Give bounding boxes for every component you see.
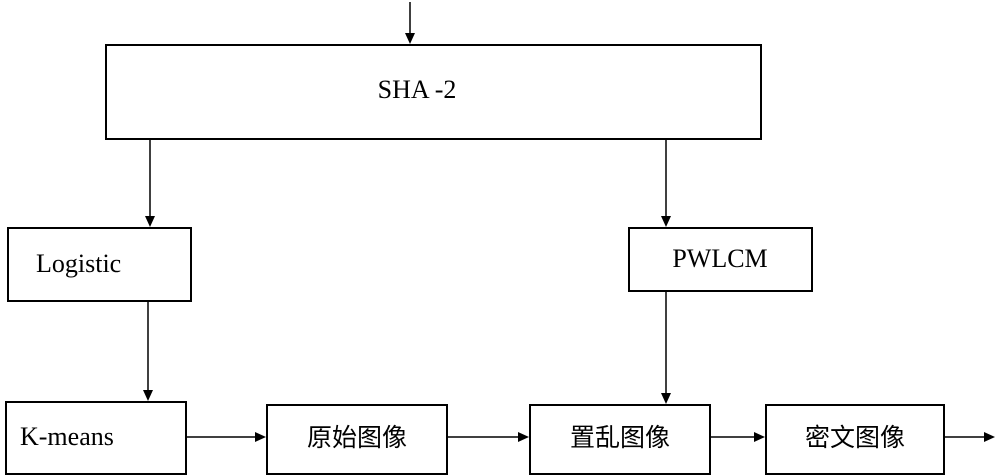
- cipher-image-box: [765, 404, 945, 475]
- pwlcm-label: PWLCM: [672, 244, 767, 273]
- arrow-scrambled-to-cipher: [711, 432, 765, 442]
- arrow-sha2-to-pwlcm: [661, 140, 671, 227]
- pwlcm-box: [628, 227, 813, 292]
- arrow-input-to-sha2: [405, 2, 415, 44]
- arrow-logistic-to-kmeans: [143, 302, 153, 401]
- scrambled-image-label: 置乱图像: [570, 423, 670, 452]
- sha2-label: SHA -2: [378, 75, 457, 104]
- kmeans-box: [5, 401, 187, 475]
- arrow-cipher-output: [945, 432, 995, 442]
- cipher-image-label: 密文图像: [805, 423, 905, 452]
- original-image-box: [266, 404, 448, 475]
- sha2-box: [105, 44, 762, 140]
- scrambled-image-box: [529, 404, 711, 475]
- logistic-box: [7, 227, 192, 302]
- original-image-label: 原始图像: [307, 423, 407, 452]
- arrow-pwlcm-to-scrambled: [661, 292, 671, 404]
- arrow-original-to-scrambled: [448, 432, 529, 442]
- logistic-label: Logistic: [36, 249, 121, 278]
- kmeans-label: K-means: [20, 422, 114, 451]
- arrow-sha2-to-logistic: [145, 140, 155, 227]
- arrow-kmeans-to-original: [187, 432, 266, 442]
